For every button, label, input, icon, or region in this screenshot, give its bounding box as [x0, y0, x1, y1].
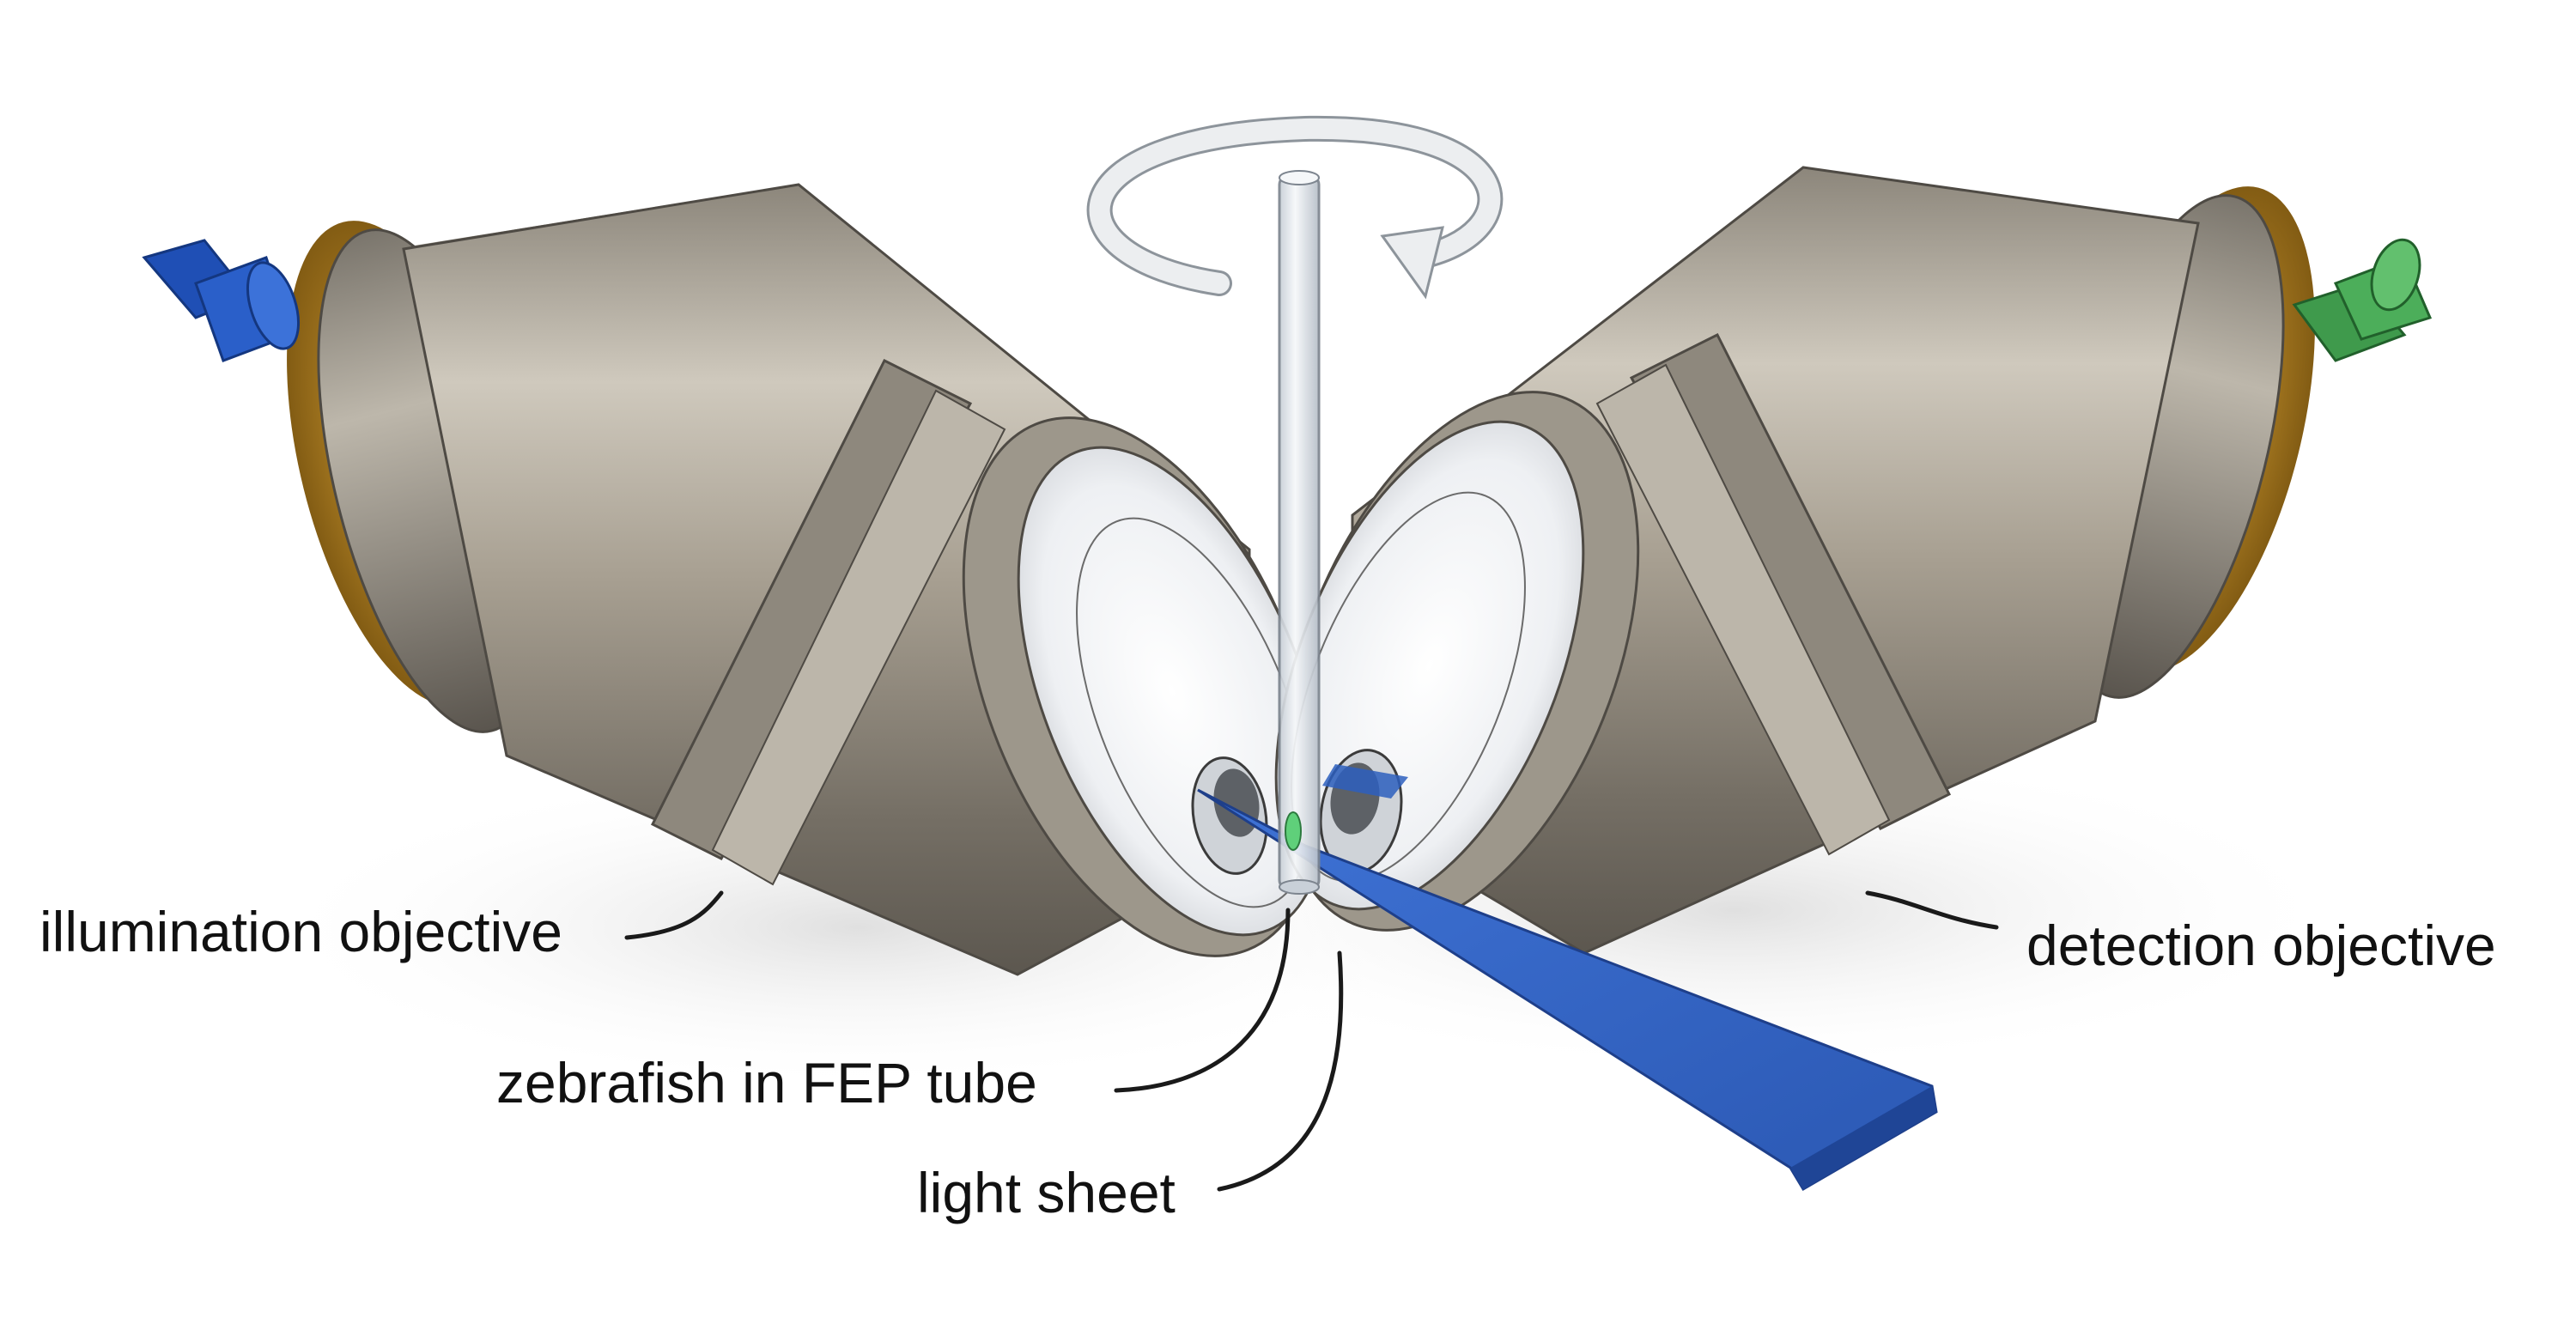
fep-tube-top [1279, 170, 1320, 185]
light-sheet-label: light sheet [917, 1161, 1176, 1224]
light-sheet-detection-side [1322, 764, 1408, 799]
light-sheet [1197, 764, 1938, 1192]
rotation-arrow-icon [1086, 115, 1504, 300]
leader-lines [624, 890, 1999, 1192]
leader-illumination [624, 890, 724, 940]
illumination-objective-label: illumination objective [39, 900, 562, 963]
detection-objective [1274, 166, 2315, 955]
light-sheet-edge [1790, 1086, 1936, 1189]
blue-arrow-icon [142, 239, 300, 362]
detection-groove-2 [1595, 363, 1891, 856]
fep-tube-bottom [1279, 879, 1320, 895]
fep-tube [1278, 170, 1321, 895]
fep-tube-body [1278, 174, 1321, 890]
illumination-objective [287, 183, 1327, 976]
zebrafish-sample [1285, 811, 1302, 851]
detection-lens-ring [1291, 491, 1526, 883]
green-arrow-icon [2292, 238, 2433, 362]
illumination-groove-2 [711, 389, 1006, 886]
leader-zebrafish [1114, 908, 1291, 1093]
leader-detection [1865, 890, 1999, 930]
leader-light-sheet [1217, 950, 1344, 1192]
detection-objective-label: detection objective [2026, 914, 2496, 977]
zebrafish-tube-label: zebrafish in FEP tube [496, 1051, 1037, 1114]
